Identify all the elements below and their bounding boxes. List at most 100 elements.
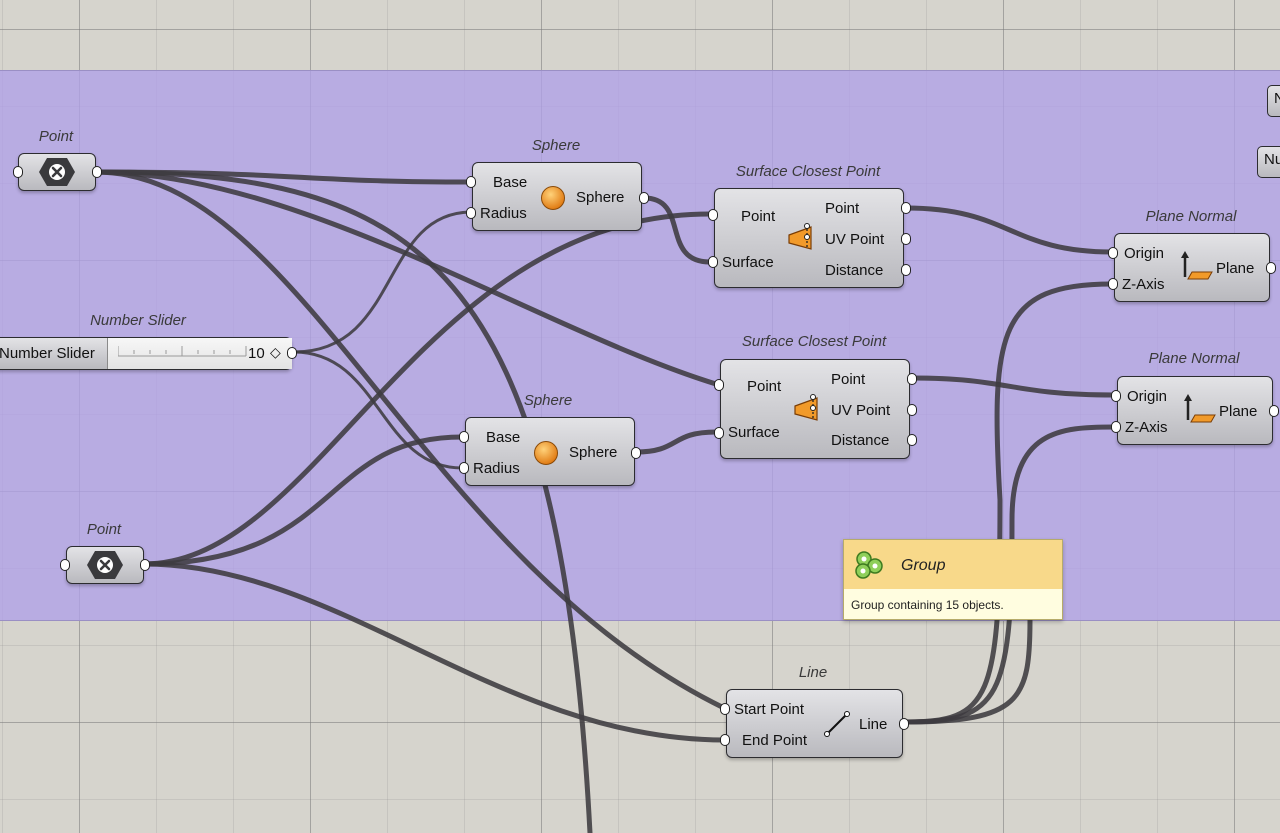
scp2-surface-grip[interactable] [714, 427, 724, 439]
line-input-start: Start Point [734, 701, 805, 718]
scp2-out-distance-grip[interactable] [907, 434, 917, 446]
wire [93, 169, 593, 833]
pn1-component[interactable]: Origin Z-Axis Plane [1114, 233, 1270, 302]
scp1-out-point-grip[interactable] [901, 202, 911, 214]
tooltip-header: Group [844, 540, 1062, 589]
scp2-point-grip[interactable] [714, 379, 724, 391]
sphere1-output-sphere: Sphere [576, 189, 625, 206]
wire [141, 434, 465, 567]
pn2-zaxis-grip[interactable] [1111, 421, 1121, 433]
scp2-out-uv-grip[interactable] [907, 404, 917, 416]
pn1-input-zaxis: Z-Axis [1122, 276, 1165, 293]
point1-component[interactable] [18, 153, 96, 191]
scp1-out-distance-grip[interactable] [901, 264, 911, 276]
line-input-end: End Point [742, 732, 808, 749]
wire [292, 350, 464, 470]
point1-output-grip[interactable] [92, 166, 102, 178]
pn1-origin-grip[interactable] [1108, 247, 1118, 259]
sphere1-input-base: Base [493, 174, 528, 191]
pn2-component[interactable]: Origin Z-Axis Plane [1117, 376, 1273, 445]
pn1-input-origin: Origin [1124, 245, 1165, 262]
scp2-title: Surface Closest Point [741, 333, 887, 350]
sphere1-component[interactable]: Base Radius Sphere [472, 162, 642, 231]
scp1-surface-grip[interactable] [708, 256, 718, 268]
pn2-output-grip[interactable] [1269, 405, 1279, 417]
scp2-input-point: Point [747, 378, 782, 395]
offscreen-component-1-label: N [1274, 90, 1280, 107]
group-tooltip: Group Group containing 15 objects. [843, 539, 1063, 620]
line-start-grip[interactable] [720, 703, 730, 715]
wire [93, 169, 719, 387]
wire [141, 211, 713, 567]
sphere1-radius-grip[interactable] [466, 207, 476, 219]
wire [909, 375, 1117, 398]
scp2-output-distance: Distance [831, 432, 890, 449]
scp2-component[interactable]: Point Surface Point UV Point Distance [720, 359, 910, 459]
sphere1-title: Sphere [531, 137, 581, 154]
point2-component[interactable] [66, 546, 144, 584]
sphere2-radius-grip[interactable] [459, 462, 469, 474]
line-output-line: Line [859, 716, 888, 733]
slider-ticks [118, 346, 247, 357]
line-output-grip[interactable] [899, 718, 909, 730]
group-icon [855, 551, 883, 579]
wire [93, 169, 727, 711]
sphere2-input-base: Base [486, 429, 521, 446]
pn1-title: Plane Normal [1145, 208, 1237, 225]
pn1-output-grip[interactable] [1266, 262, 1276, 274]
point2-input-grip[interactable] [60, 559, 70, 571]
pn2-input-origin: Origin [1127, 388, 1168, 405]
sphere2-output-grip[interactable] [631, 447, 641, 459]
slider-output-grip[interactable] [287, 347, 297, 359]
wire [903, 281, 1115, 725]
point1-input-grip[interactable] [13, 166, 23, 178]
pn2-output-plane: Plane [1219, 403, 1258, 420]
scp1-component[interactable]: Point Surface Point UV Point Distance [714, 188, 904, 288]
sphere2-output-sphere: Sphere [569, 444, 618, 461]
wire [903, 617, 1033, 725]
pn2-origin-grip[interactable] [1111, 390, 1121, 402]
tooltip-title: Group [901, 557, 946, 574]
scp1-point-grip[interactable] [708, 209, 718, 221]
point2-output-grip[interactable] [140, 559, 150, 571]
sphere1-output-grip[interactable] [639, 192, 649, 204]
offscreen-component-1[interactable]: N [1267, 85, 1280, 117]
wire [641, 195, 713, 265]
scp1-input-point: Point [741, 208, 776, 225]
scp1-out-uv-grip[interactable] [901, 233, 911, 245]
sphere1-base-grip[interactable] [466, 176, 476, 188]
wire [292, 210, 472, 354]
wire [903, 205, 1115, 255]
line-component[interactable]: Start Point End Point Line [726, 689, 903, 758]
plane-normal-icon [1184, 394, 1216, 423]
wire [141, 561, 727, 743]
slider-value: 10 [248, 345, 265, 362]
scp2-output-point: Point [831, 371, 866, 388]
point2-title: Point [86, 521, 122, 538]
point-param-icon [87, 551, 123, 579]
scp1-output-point: Point [825, 200, 860, 217]
scp1-output-uv: UV Point [825, 231, 885, 248]
number-slider-component[interactable]: Number Slider 10 ◇ [0, 337, 292, 370]
scp2-out-point-grip[interactable] [907, 373, 917, 385]
pn1-zaxis-grip[interactable] [1108, 278, 1118, 290]
plane-normal-icon [1181, 251, 1213, 280]
sphere2-component[interactable]: Base Radius Sphere [465, 417, 635, 486]
slider-label: Number Slider [0, 345, 95, 362]
scp2-input-surface: Surface [728, 424, 780, 441]
line-end-grip[interactable] [720, 734, 730, 746]
slider-handle-icon[interactable]: ◇ [270, 344, 281, 360]
point-param-icon [39, 158, 75, 186]
sphere2-base-grip[interactable] [459, 431, 469, 443]
offscreen-component-2[interactable]: Nu [1257, 146, 1280, 178]
sphere2-title: Sphere [523, 392, 573, 409]
slider-track[interactable]: 10 ◇ [107, 338, 292, 369]
scp1-title: Surface Closest Point [735, 163, 881, 180]
tooltip-description: Group containing 15 objects. [851, 598, 1004, 612]
slider-title: Number Slider [90, 312, 186, 329]
point1-title: Point [38, 128, 74, 145]
sphere1-input-radius: Radius [480, 205, 527, 222]
pn2-input-zaxis: Z-Axis [1125, 419, 1168, 436]
